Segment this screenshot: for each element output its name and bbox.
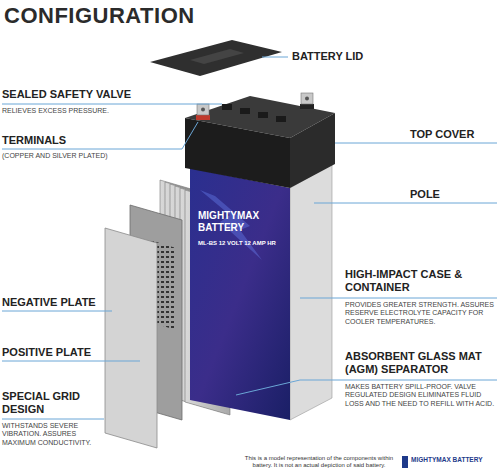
- logo-mark: [402, 456, 408, 468]
- callout-heading: SPECIAL GRID DESIGN: [2, 390, 98, 416]
- part-name: POLE: [410, 188, 498, 201]
- top-cover-front: [185, 118, 290, 188]
- negative-plate: [105, 228, 157, 448]
- callout-heading: HIGH-IMPACT CASE & CONTAINER: [345, 268, 497, 294]
- case-right-face: [290, 164, 332, 420]
- callout-note: WITHSTANDS SEVERE VIBRATION. ASSURES MAX…: [2, 422, 98, 447]
- model-text: ML-BS 12 VOLT 12 AMP HR: [198, 240, 284, 247]
- part-name: BATTERY LID: [292, 50, 412, 63]
- callout-note: (COPPER AND SILVER PLATED): [2, 152, 172, 160]
- part-name: POSITIVE PLATE: [2, 346, 122, 359]
- lid-tab: [190, 49, 244, 64]
- callout-note: RELIEVES EXCESS PRESSURE.: [2, 107, 202, 115]
- diagram-title: CONFIGURATION: [4, 3, 195, 29]
- callout-heading: ABSORBENT GLASS MAT (AGM) SEPARATOR: [345, 350, 497, 376]
- brand-mark: MIGHTYMAX BATTERY: [198, 210, 284, 234]
- callout-heading: SEALED SAFETY VALVE: [2, 88, 202, 101]
- part-name: TOP COVER: [410, 128, 498, 141]
- part-name: NEGATIVE PLATE: [2, 296, 102, 309]
- logo-text: MIGHTYMAX BATTERY: [411, 456, 497, 464]
- callout-note: MAKES BATTERY SPILL-PROOF. VALVE REGULAT…: [345, 383, 497, 408]
- callout-note: PROVIDES GREATER STRENGTH. ASSURES RESER…: [345, 301, 497, 326]
- caption: This is a model representation of the co…: [240, 455, 398, 469]
- valve-caps: [222, 104, 286, 122]
- top-cover-side: [290, 113, 335, 188]
- battery-lid: [150, 40, 282, 76]
- case-front-face: [190, 168, 290, 420]
- callout-heading: TERMINALS: [2, 134, 172, 147]
- terminal: [196, 93, 314, 120]
- leader-lines: [2, 57, 497, 419]
